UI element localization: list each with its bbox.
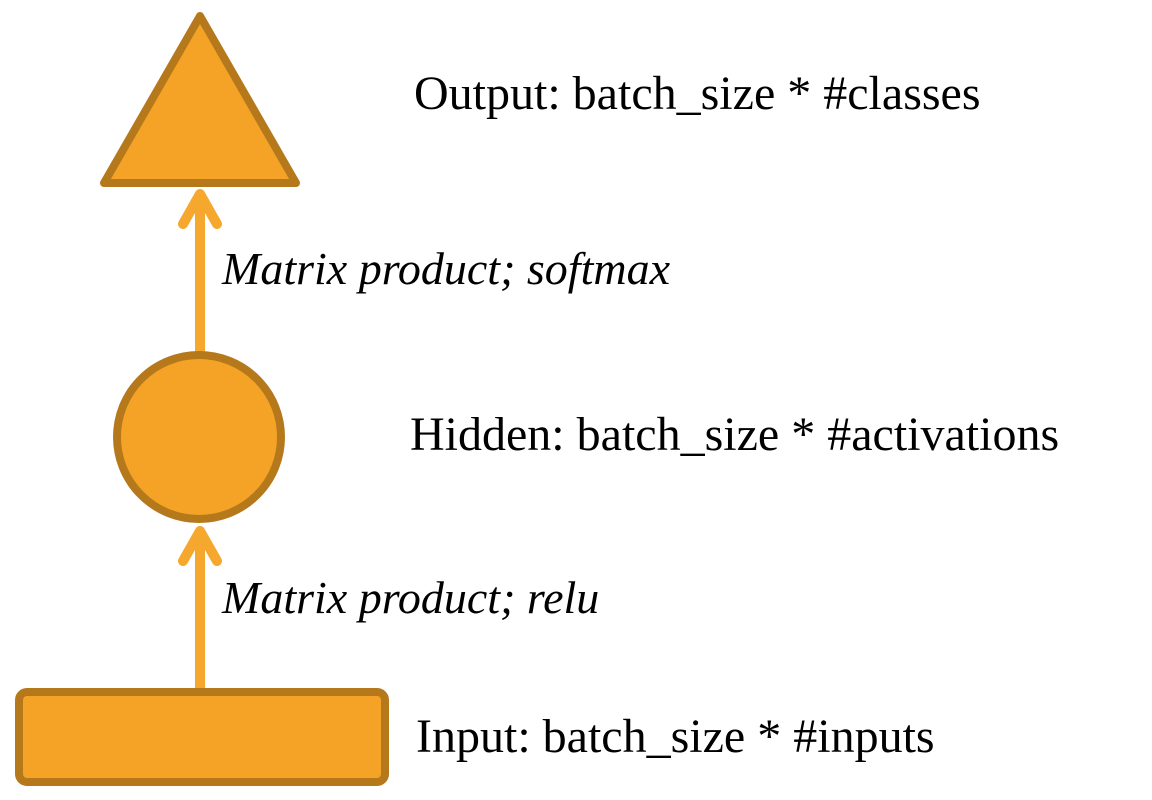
edge-label-softmax: Matrix product; softmax — [222, 243, 671, 294]
edge-label-relu: Matrix product; relu — [222, 572, 600, 623]
input-rectangle-shape — [15, 688, 389, 786]
hidden-circle-shape — [113, 351, 285, 523]
output-label: Output: batch_size * #classes — [414, 67, 981, 120]
hidden-label: Hidden: batch_size * #activations — [410, 408, 1060, 461]
arrow-up-input-to-hidden-icon — [178, 526, 222, 696]
arrow-up-hidden-to-output-icon — [178, 189, 222, 356]
input-label: Input: batch_size * #inputs — [416, 710, 935, 763]
output-triangle-shape — [100, 12, 300, 187]
